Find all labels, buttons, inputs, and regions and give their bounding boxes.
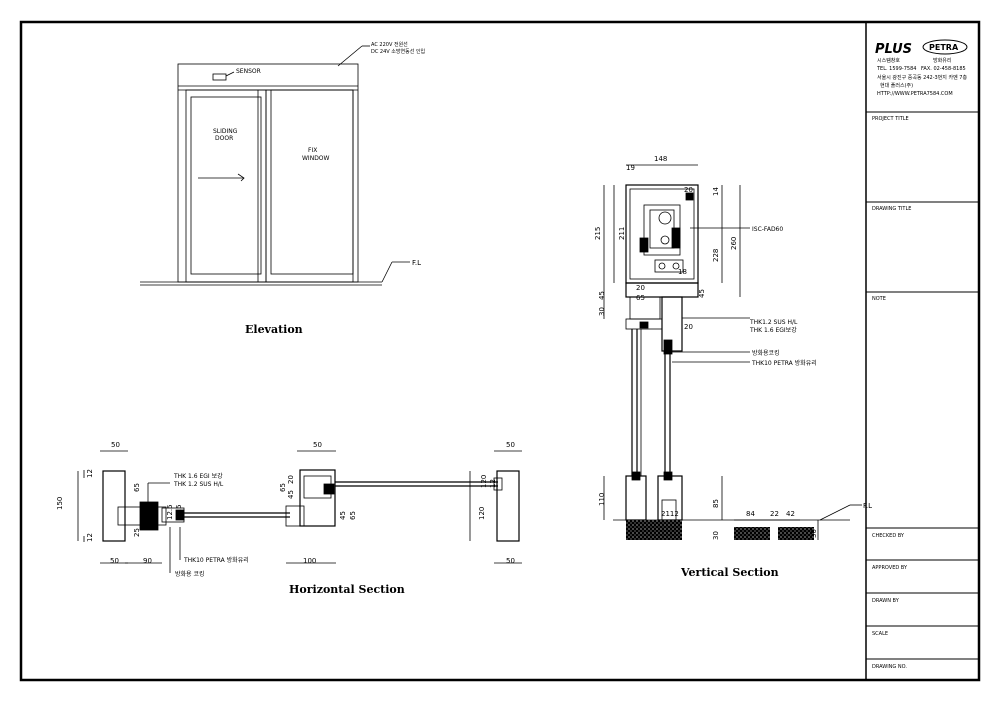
company-name: 현대 플러스(주)	[880, 82, 913, 89]
logo-plus: PLUS	[875, 42, 912, 57]
hs-dim-65a: 65	[133, 483, 141, 492]
vs-dim-85: 85	[712, 499, 720, 508]
checked-by-label: CHECKED BY	[872, 533, 905, 539]
hs-dim-left-150: 150	[56, 497, 64, 510]
vs-floor-hatch-right	[778, 527, 814, 540]
hs-label-sus: THK 1.2 SUS H/L	[173, 481, 224, 488]
horizontal-section-view	[77, 450, 522, 573]
scale-label: SCALE	[872, 631, 888, 637]
vs-dim-30b: 30	[712, 531, 720, 540]
fix-window-label-2: WINDOW	[302, 155, 330, 162]
petra-logo-icon	[922, 39, 968, 55]
outer-border	[19, 20, 981, 682]
address: 서울시 광진구 중곡동 242-3번지 카멘 7층	[877, 74, 967, 81]
company-url: HTTP://WWW.PETRA7584.COM	[877, 91, 953, 97]
vs-label-coating: 방화용코킹	[752, 349, 780, 357]
vs-label-sus: THK1.2 SUS H/L	[749, 319, 798, 326]
hs-dim-r120b: 120	[478, 507, 486, 520]
hs-dim-m65: 65	[279, 483, 287, 492]
vs-floor-hatch-mid	[734, 527, 770, 540]
logo-petra: PETRA	[929, 43, 959, 52]
vs-label-isc: ISC-FAD60	[752, 226, 783, 233]
hs-dim-125a: 12.5	[166, 504, 174, 520]
hs-dim-bot-90: 90	[143, 557, 152, 565]
vs-dim-45a: 45	[598, 291, 606, 300]
drawing-no-label: DRAWING NO.	[872, 664, 907, 670]
vs-dim-20c: 20	[684, 323, 693, 331]
elevation-title: Elevation	[245, 323, 303, 336]
hs-dim-left-12a: 12	[86, 469, 94, 478]
power-note-2: DC 24V 소방연동선 인입	[371, 48, 425, 55]
vs-dim-42: 42	[786, 510, 795, 518]
hs-dim-top-left: 50	[111, 441, 120, 449]
vs-dim-260: 260	[730, 237, 738, 250]
hs-dim-bot-right: 50	[506, 557, 515, 565]
vs-floor-hatch-left	[626, 520, 682, 540]
hs-dim-r12: 12	[489, 479, 497, 488]
sensor-label: SENSOR	[236, 68, 261, 75]
vs-dim-14: 14	[712, 187, 720, 196]
logo-plus-sub: 시스템창호	[877, 57, 900, 64]
fax: FAX. 02-458-8185	[921, 66, 966, 72]
hs-dim-m20: 20	[287, 475, 295, 484]
hs-dim-m45a: 45	[287, 490, 295, 499]
hs-dim-top-right: 50	[506, 441, 515, 449]
vs-dim-65: 65	[636, 294, 645, 302]
drawing-title-label: DRAWING TITLE	[872, 206, 911, 212]
vs-dim-30c: 30	[810, 529, 818, 538]
project-title-label: PROJECT TITLE	[872, 116, 909, 122]
sliding-door-label-1: SLIDING	[213, 128, 238, 135]
hs-dim-top-mid: 50	[313, 441, 322, 449]
hs-label-coating: 방화용 코킹	[175, 570, 205, 578]
vs-label-egi: THK 1.6 EGI보강	[749, 326, 797, 334]
hs-dim-125b: 12.5	[175, 504, 183, 520]
vs-floor-level: F.L	[863, 502, 872, 510]
vs-dim-19: 19	[626, 164, 635, 172]
hs-dim-bot-left: 50	[110, 557, 119, 565]
tel: TEL. 1599-7584	[876, 66, 916, 72]
vs-dim-148: 148	[654, 155, 667, 163]
vs-dim-45b: 45	[698, 289, 706, 298]
hs-label-egi: THK 1.6 EGI 보강	[173, 472, 223, 480]
hs-dim-r120a: 120	[480, 475, 488, 488]
vs-dim-2112: 2112	[661, 510, 679, 518]
title-block: PLUS 시스템창호 PETRA 방화유리 TEL. 1599-7584 FAX…	[866, 39, 979, 670]
horizontal-section-title: Horizontal Section	[289, 583, 405, 596]
vs-dim-22: 22	[770, 510, 779, 518]
vs-dim-84: 84	[746, 510, 755, 518]
hs-label-petra: THK10 PETRA 방화유리	[183, 556, 249, 564]
vs-dim-211: 211	[618, 227, 626, 240]
vertical-section-view	[603, 164, 862, 540]
fix-window-label-1: FIX	[308, 147, 317, 154]
vs-label-petra: THK10 PETRA 방화유리	[751, 359, 817, 367]
approved-by-label: APPROVED BY	[872, 565, 908, 571]
vs-dim-20: 20	[684, 186, 693, 194]
elevation-floor-level: F.L	[412, 259, 421, 267]
hs-dim-m65b: 65	[349, 511, 357, 520]
power-note-1: AC 220V 전원선	[371, 41, 408, 48]
note-label: NOTE	[872, 296, 886, 302]
vs-dim-110: 110	[598, 493, 606, 506]
hs-dim-m45b: 45	[339, 511, 347, 520]
elevation-view	[140, 45, 410, 286]
hs-dim-left-12b: 12	[86, 533, 94, 542]
sliding-door-label-2: DOOR	[215, 135, 233, 142]
vs-dim-18: 18	[678, 268, 687, 276]
vertical-section-title: Vertical Section	[680, 566, 779, 579]
vs-dim-228: 228	[712, 249, 720, 262]
hs-dim-bot-100: 100	[303, 557, 316, 565]
vs-dim-20b: 20	[636, 284, 645, 292]
vs-dim-30: 30	[598, 307, 606, 316]
hs-dim-25: 25	[133, 528, 141, 537]
vs-dim-215: 215	[594, 227, 602, 240]
logo-petra-sub: 방화유리	[933, 57, 951, 64]
drawn-by-label: DRAWN BY	[872, 598, 900, 604]
